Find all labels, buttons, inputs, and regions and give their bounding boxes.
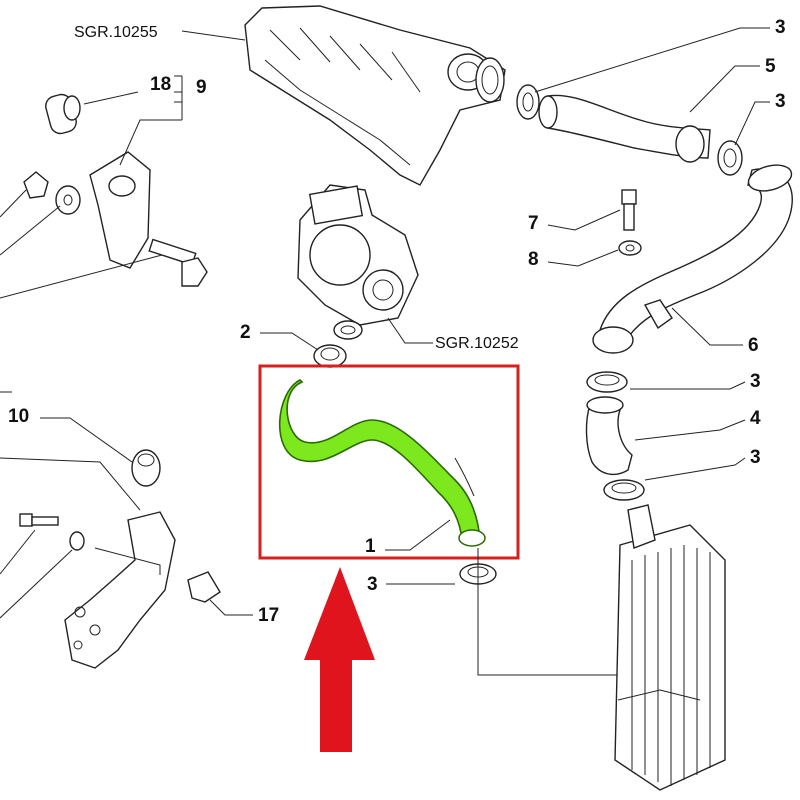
bolt-left	[19, 513, 59, 527]
clamp-3-mid	[586, 371, 628, 393]
clamp-3-top-right	[717, 140, 743, 176]
lead-turbo	[387, 317, 433, 344]
washer-left	[69, 531, 85, 551]
callout-5: 5	[765, 56, 776, 77]
ref-manifold: SGR.10255	[74, 24, 158, 41]
callout-10: 10	[8, 406, 29, 427]
callout-7: 7	[528, 213, 539, 234]
callout-8: 8	[528, 249, 539, 270]
clamp-2	[313, 344, 347, 368]
callout-3a: 3	[775, 17, 786, 38]
callout-6: 6	[748, 335, 759, 356]
callout-4: 4	[750, 408, 761, 429]
lead-manifold	[181, 30, 246, 41]
hose-1	[278, 379, 486, 547]
turbocharger	[297, 184, 419, 340]
intercooler	[614, 504, 726, 791]
hose-4	[585, 396, 633, 476]
callout-3e: 3	[367, 574, 378, 595]
bracket-bracket-line	[174, 91, 183, 103]
sensor-17	[187, 571, 221, 603]
ref-turbo: SGR.10252	[435, 335, 519, 352]
coolant-pipe	[64, 511, 176, 669]
callout-3c: 3	[750, 371, 761, 392]
bolt-7	[621, 189, 637, 231]
highlight-arrow	[304, 567, 375, 752]
clamp-3-top-left	[516, 84, 540, 120]
callout-3d: 3	[750, 447, 761, 468]
callout-9: 9	[196, 77, 207, 98]
highlight-box	[258, 364, 520, 560]
callout-3b: 3	[775, 91, 786, 112]
callout-1: 1	[365, 536, 376, 557]
intake-manifold	[244, 5, 506, 186]
callout-2: 2	[240, 322, 251, 343]
hose-6	[592, 164, 793, 354]
washer-8	[618, 240, 642, 256]
hose-5	[538, 94, 711, 163]
callout-18: 18	[150, 74, 171, 95]
clamp-3-low	[603, 479, 645, 501]
bracket-group	[23, 93, 208, 287]
plug-10	[131, 449, 161, 487]
callout-17: 17	[258, 605, 279, 626]
